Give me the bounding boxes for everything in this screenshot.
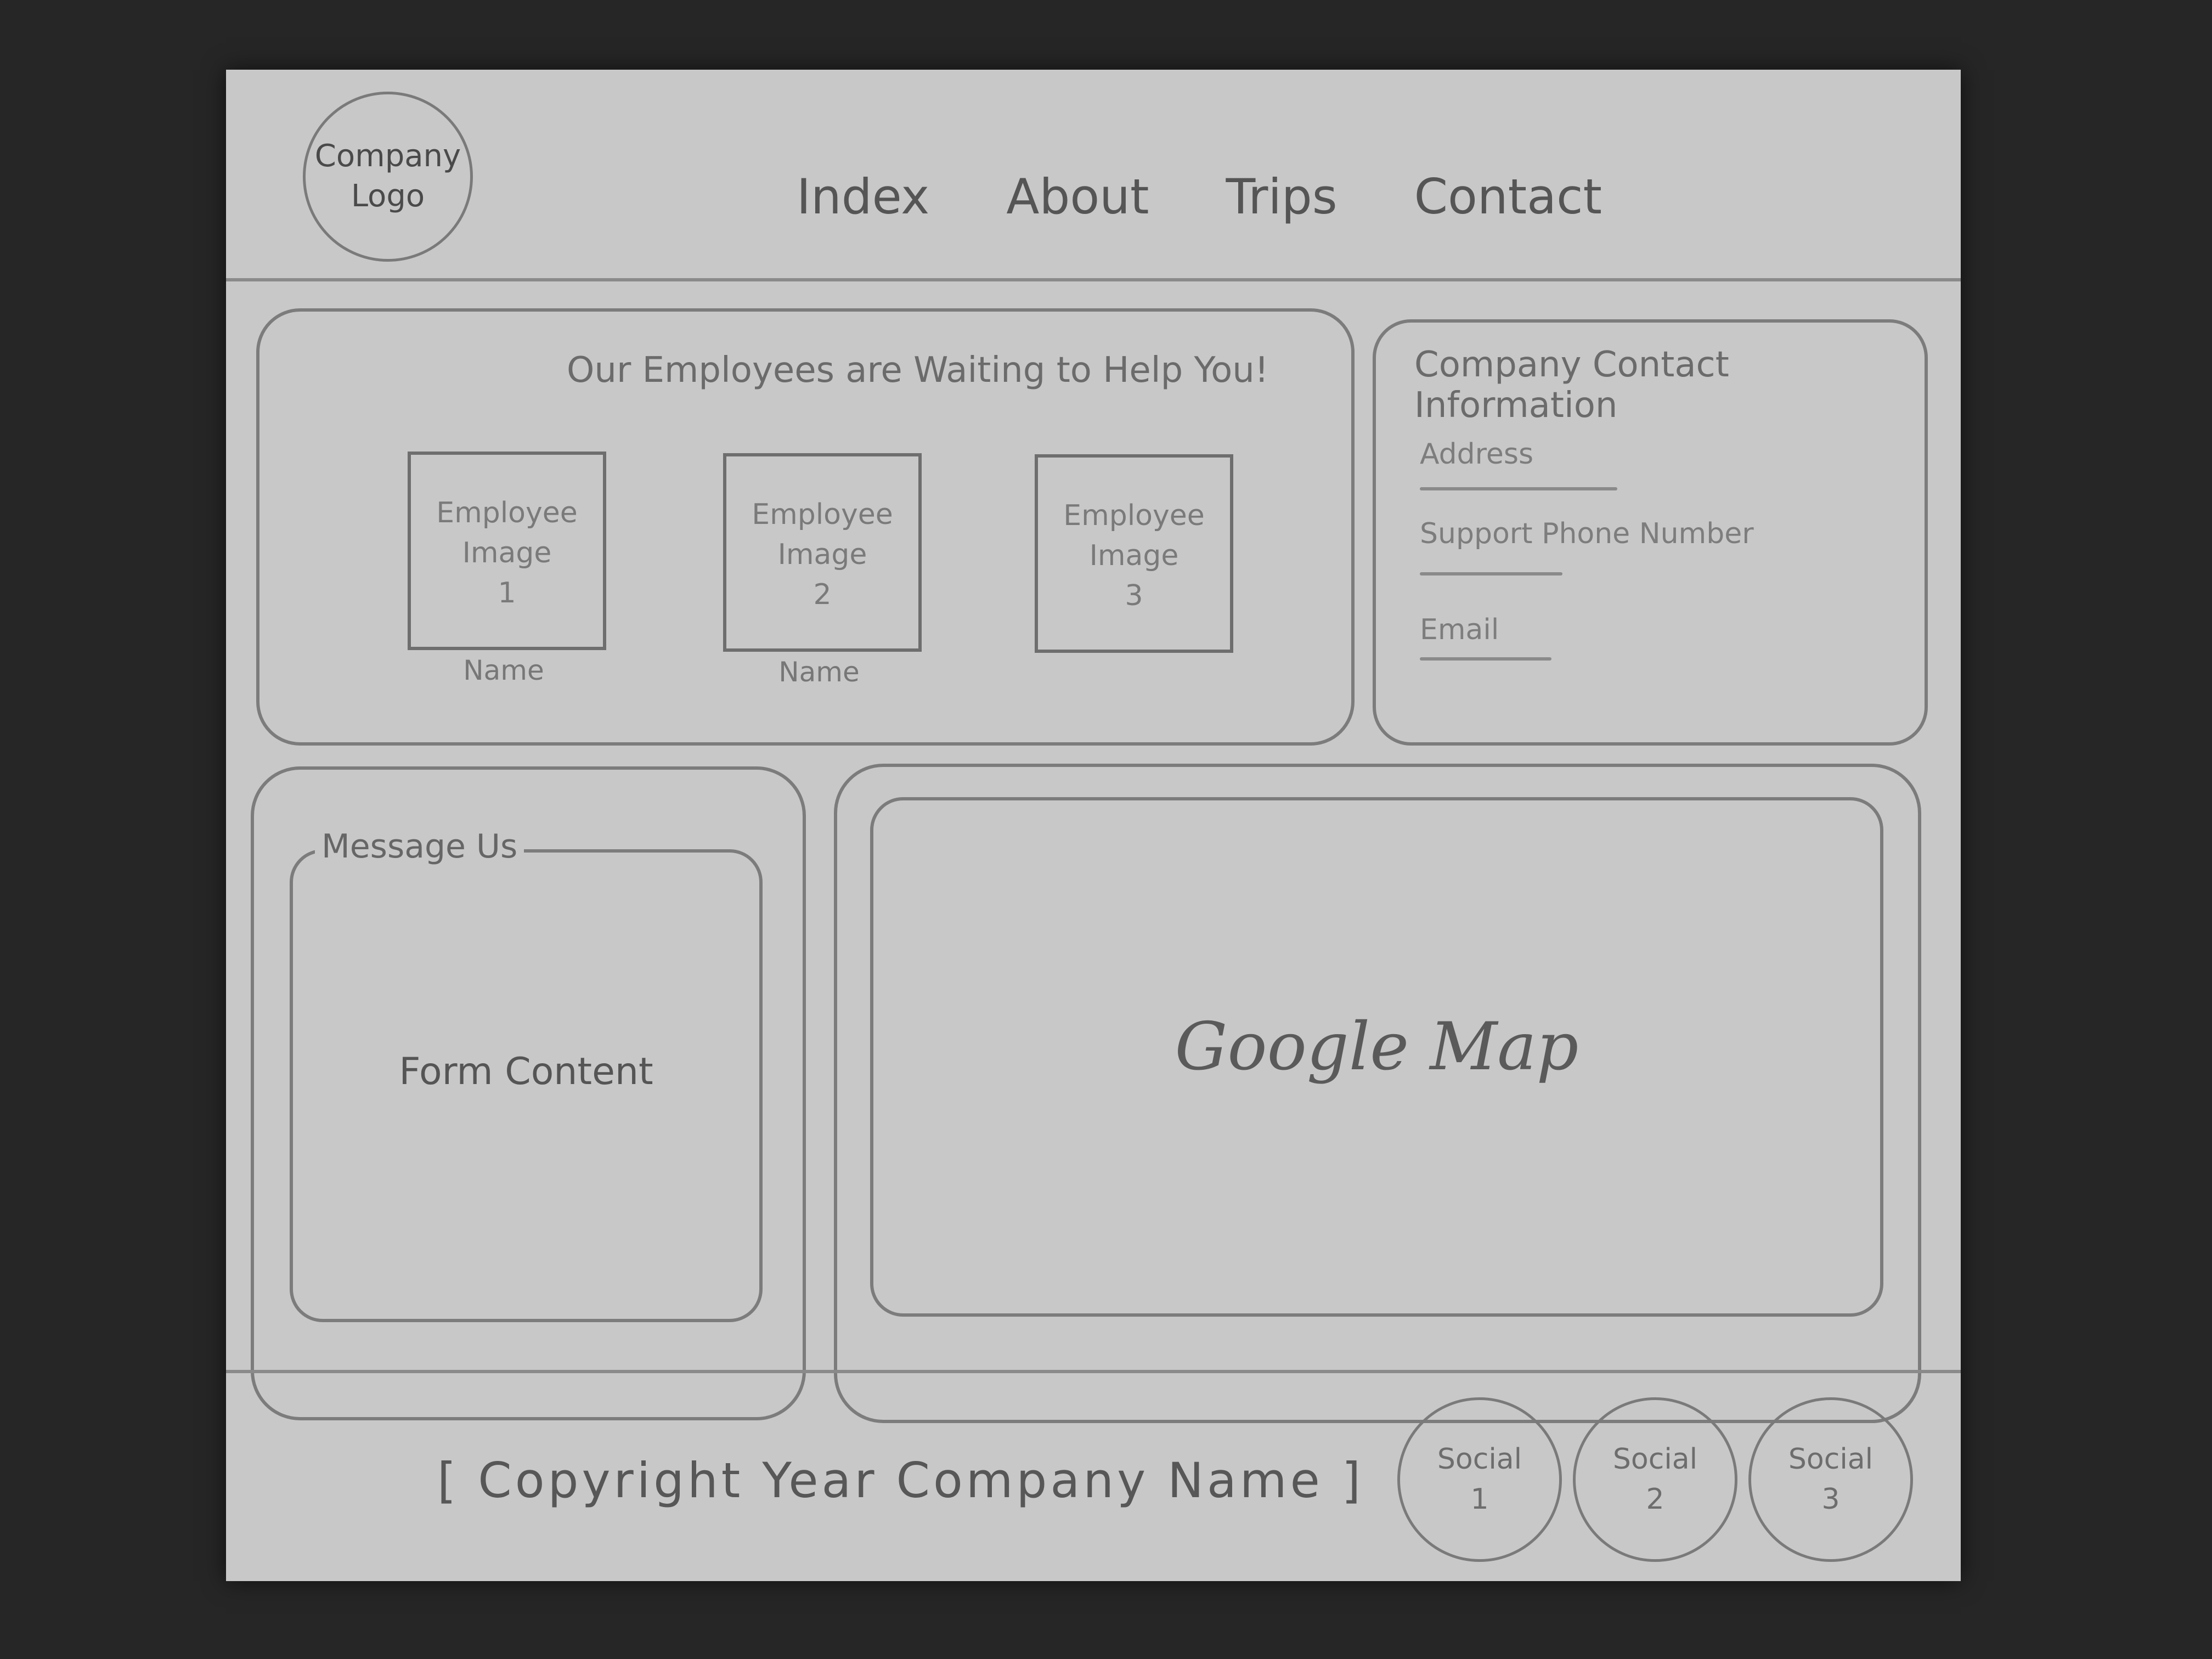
email-value-line [1420, 657, 1551, 661]
employee-image-label: Employee Image 2 [752, 498, 893, 611]
phone-value-line [1420, 572, 1562, 575]
social-link-1[interactable]: Social 1 [1397, 1397, 1562, 1562]
nav-contact[interactable]: Contact [1414, 168, 1602, 225]
contact-info-panel: Company Contact Information Address Supp… [1373, 319, 1928, 746]
employees-panel: Our Employees are Waiting to Help You! E… [256, 308, 1355, 746]
google-map-label: Google Map [1175, 1009, 1579, 1085]
message-panel: Message Us Form Content [251, 766, 806, 1420]
form-content-placeholder: Form Content [399, 1050, 653, 1093]
address-label: Address [1420, 438, 1534, 471]
employee-image-1[interactable]: Employee Image 1 [408, 452, 606, 650]
map-panel: Google Map [834, 764, 1921, 1423]
message-us-legend: Message Us [315, 827, 524, 866]
employee-image-label: Employee Image 1 [436, 496, 578, 610]
message-form[interactable]: Message Us Form Content [290, 827, 763, 1322]
nav-about[interactable]: About [1006, 168, 1149, 225]
copyright-text: [ Copyright Year Company Name ] [437, 1452, 1364, 1509]
address-value-line [1420, 487, 1617, 490]
footer-divider [226, 1370, 1961, 1373]
wireframe-sheet: Company Logo Index About Trips Contact O… [226, 70, 1961, 1581]
support-phone-label: Support Phone Number [1420, 517, 1754, 550]
employees-title: Our Employees are Waiting to Help You! [567, 350, 1269, 391]
google-map[interactable]: Google Map [870, 797, 1883, 1317]
employee-name-2: Name [778, 656, 860, 688]
header-divider [226, 278, 1961, 281]
social-link-3[interactable]: Social 3 [1748, 1397, 1913, 1562]
employee-name-1: Name [463, 654, 544, 686]
nav-trips[interactable]: Trips [1226, 168, 1338, 225]
employee-image-2[interactable]: Employee Image 2 [723, 453, 922, 652]
email-label: Email [1420, 613, 1499, 646]
employee-image-3[interactable]: Employee Image 3 [1035, 454, 1233, 653]
nav-index[interactable]: Index [797, 168, 930, 225]
contact-info-title: Company Contact Information [1414, 345, 1729, 426]
social-link-2[interactable]: Social 2 [1573, 1397, 1737, 1562]
employee-image-label: Employee Image 3 [1063, 499, 1205, 612]
main-nav: Index About Trips Contact [797, 168, 1602, 225]
company-logo[interactable]: Company Logo [303, 92, 473, 262]
